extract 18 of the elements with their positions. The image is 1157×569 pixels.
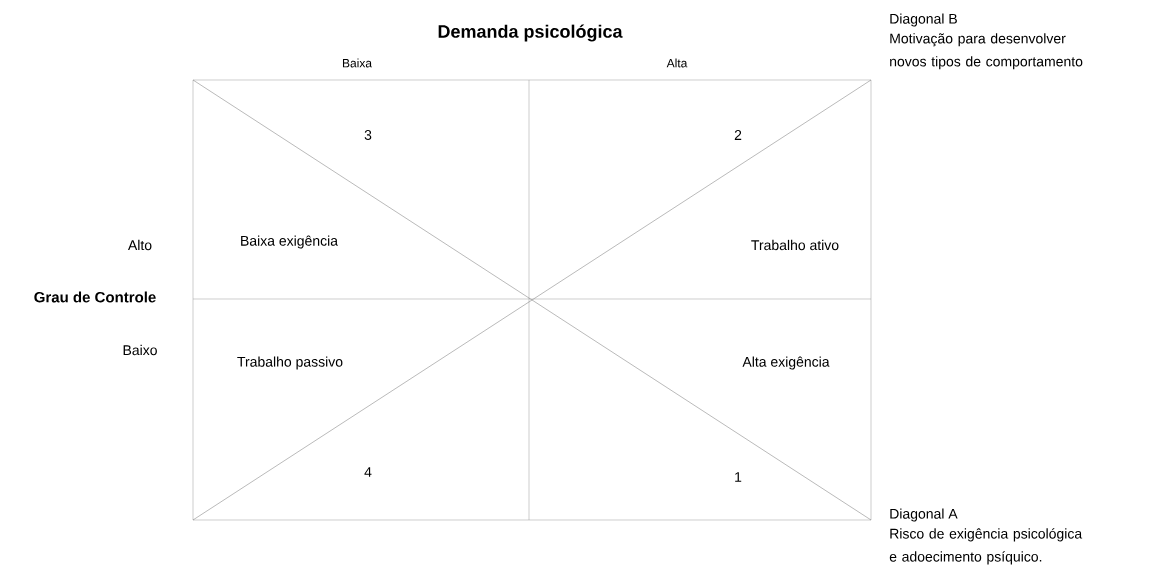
row-label: Alto [128,239,152,251]
quadrant-label: Trabalho passivo [237,356,343,370]
chart-title: Demanda psicológica [438,24,623,42]
quadrant-number: 3 [364,130,372,140]
row-label: Baixo [123,344,157,356]
column-label: Alta [666,58,688,68]
note-heading: Diagonal B [890,13,957,27]
note-text: Risco de exigência psicológica e adoecimento psíquico. [889,528,1083,565]
quadrant-label: Trabalho ativo [751,239,839,251]
quadrant-label: Alta exigência [742,356,830,370]
note-heading: Diagonal A [890,508,958,522]
quadrant-number: 2 [734,130,742,140]
note-text: Motivação para desenvolver novos tipos de comportamento [890,33,1083,70]
quadrant-label: Baixa exigência [241,235,338,249]
axis-title: Grau de Controle [34,291,156,303]
quadrant-number: 4 [364,467,372,477]
quadrant-number: 1 [735,472,742,482]
column-label: Baixa [343,58,372,68]
